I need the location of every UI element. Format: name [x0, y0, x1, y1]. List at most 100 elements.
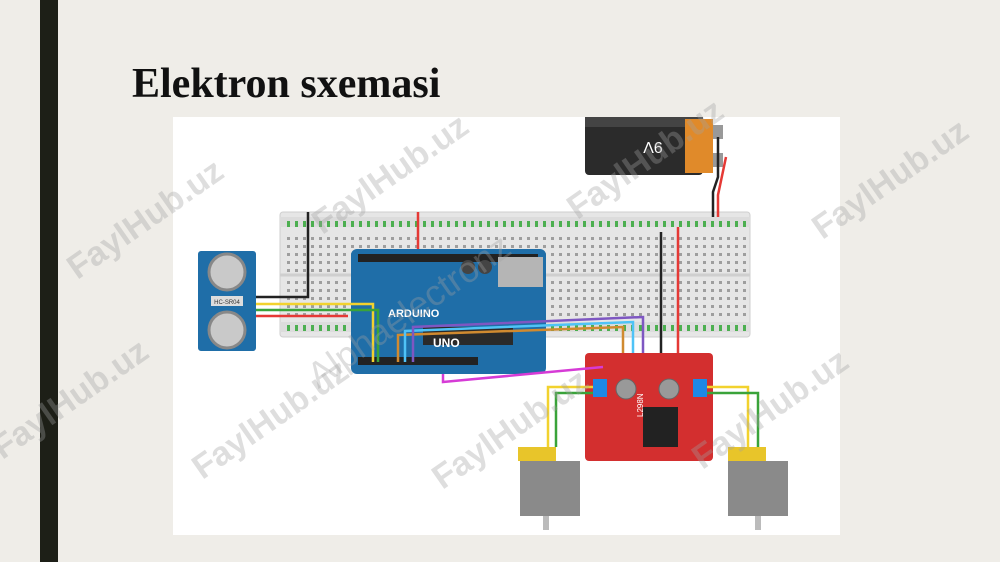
breadboard-hole: [727, 289, 730, 292]
breadboard-hole: [591, 269, 594, 272]
breadboard-hole: [423, 237, 426, 240]
breadboard-hole: [431, 224, 434, 227]
breadboard-hole: [583, 297, 586, 300]
breadboard-hole: [519, 221, 522, 224]
breadboard-hole: [383, 221, 386, 224]
breadboard-hole: [423, 245, 426, 248]
breadboard-hole: [687, 325, 690, 328]
breadboard-hole: [303, 328, 306, 331]
breadboard-hole: [455, 237, 458, 240]
breadboard-hole: [303, 261, 306, 264]
breadboard-hole: [671, 281, 674, 284]
battery-9v: 9V: [585, 117, 723, 175]
breadboard-hole: [559, 253, 562, 256]
breadboard-hole: [727, 297, 730, 300]
breadboard-hole: [567, 281, 570, 284]
breadboard-hole: [679, 313, 682, 316]
breadboard-hole: [343, 305, 346, 308]
breadboard-hole: [583, 269, 586, 272]
breadboard-hole: [551, 289, 554, 292]
breadboard-hole: [455, 221, 458, 224]
breadboard-hole: [343, 269, 346, 272]
breadboard-hole: [687, 261, 690, 264]
breadboard-hole: [575, 224, 578, 227]
breadboard-hole: [415, 224, 418, 227]
breadboard-hole: [575, 297, 578, 300]
breadboard-hole: [463, 245, 466, 248]
breadboard-hole: [639, 325, 642, 328]
breadboard-hole: [639, 224, 642, 227]
breadboard-hole: [551, 221, 554, 224]
breadboard-hole: [631, 221, 634, 224]
breadboard-hole: [343, 313, 346, 316]
breadboard-hole: [439, 221, 442, 224]
breadboard-hole: [615, 297, 618, 300]
breadboard-hole: [639, 328, 642, 331]
breadboard-hole: [431, 237, 434, 240]
arduino-label: UNO: [433, 336, 460, 350]
breadboard-hole: [695, 224, 698, 227]
breadboard-hole: [727, 325, 730, 328]
breadboard-hole: [591, 313, 594, 316]
breadboard-hole: [303, 305, 306, 308]
breadboard-hole: [335, 269, 338, 272]
breadboard-hole: [663, 261, 666, 264]
breadboard-hole: [687, 237, 690, 240]
breadboard-hole: [711, 221, 714, 224]
breadboard-hole: [671, 328, 674, 331]
breadboard-hole: [719, 305, 722, 308]
breadboard-hole: [327, 237, 330, 240]
breadboard-hole: [335, 325, 338, 328]
breadboard-hole: [319, 325, 322, 328]
breadboard-hole: [439, 237, 442, 240]
breadboard-hole: [703, 281, 706, 284]
driver-label: L298N: [636, 393, 645, 417]
breadboard-hole: [663, 269, 666, 272]
breadboard-hole: [607, 237, 610, 240]
breadboard-hole: [703, 245, 706, 248]
breadboard-hole: [311, 245, 314, 248]
breadboard-hole: [295, 269, 298, 272]
breadboard-hole: [559, 325, 562, 328]
breadboard-hole: [343, 245, 346, 248]
breadboard-hole: [719, 245, 722, 248]
breadboard-hole: [599, 269, 602, 272]
breadboard-hole: [311, 325, 314, 328]
breadboard-hole: [327, 253, 330, 256]
breadboard-hole: [615, 269, 618, 272]
breadboard-hole: [671, 325, 674, 328]
breadboard-hole: [303, 245, 306, 248]
breadboard-hole: [399, 224, 402, 227]
breadboard-hole: [319, 297, 322, 300]
breadboard-hole: [695, 269, 698, 272]
breadboard-hole: [463, 237, 466, 240]
breadboard-hole: [303, 269, 306, 272]
breadboard-hole: [599, 289, 602, 292]
breadboard-hole: [711, 269, 714, 272]
breadboard-hole: [559, 297, 562, 300]
breadboard-hole: [495, 245, 498, 248]
breadboard-hole: [591, 289, 594, 292]
breadboard-hole: [431, 221, 434, 224]
breadboard-hole: [703, 325, 706, 328]
breadboard-hole: [551, 281, 554, 284]
breadboard-hole: [743, 328, 746, 331]
breadboard-hole: [479, 221, 482, 224]
breadboard-hole: [687, 328, 690, 331]
breadboard-hole: [327, 221, 330, 224]
breadboard-hole: [391, 221, 394, 224]
breadboard-hole: [735, 297, 738, 300]
breadboard-hole: [719, 297, 722, 300]
breadboard-hole: [327, 325, 330, 328]
breadboard-hole: [463, 224, 466, 227]
breadboard-hole: [575, 221, 578, 224]
breadboard-hole: [711, 297, 714, 300]
breadboard-hole: [311, 289, 314, 292]
breadboard-hole: [319, 269, 322, 272]
breadboard-hole: [343, 224, 346, 227]
breadboard-hole: [679, 245, 682, 248]
breadboard-hole: [287, 289, 290, 292]
breadboard-hole: [335, 245, 338, 248]
breadboard-hole: [375, 237, 378, 240]
breadboard-hole: [487, 245, 490, 248]
